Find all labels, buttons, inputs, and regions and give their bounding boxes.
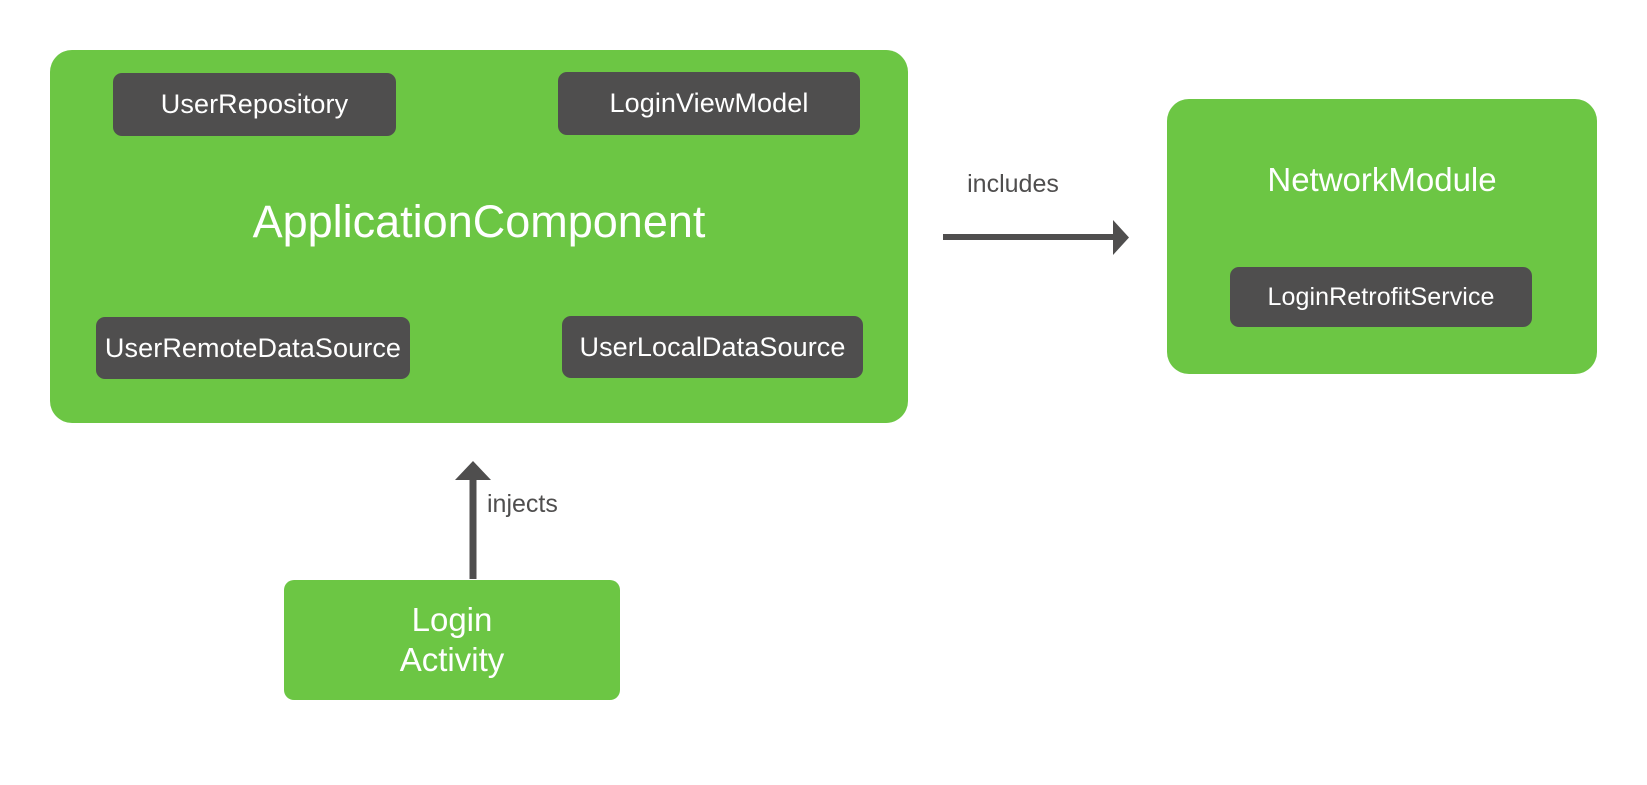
edge-label-includes: includes: [967, 170, 1059, 198]
chip-user-remote-data-source[interactable]: UserRemoteDataSource: [96, 317, 410, 379]
injects-arrow-head: [455, 461, 491, 480]
includes-arrow-head: [1113, 220, 1129, 255]
node-login-activity[interactable]: Login Activity: [284, 580, 620, 700]
node-network-module[interactable]: [1167, 99, 1597, 374]
chip-user-repository[interactable]: UserRepository: [113, 73, 396, 136]
edge-includes-arrow: [943, 220, 1129, 255]
chip-login-view-model[interactable]: LoginViewModel: [558, 72, 860, 135]
chip-user-local-data-source[interactable]: UserLocalDataSource: [562, 316, 863, 378]
edge-label-injects: injects: [487, 490, 558, 518]
network-module-title: NetworkModule: [1267, 161, 1497, 198]
application-component-title: ApplicationComponent: [252, 196, 706, 247]
chip-login-retrofit-service[interactable]: LoginRetrofitService: [1230, 267, 1532, 327]
login-activity-line2: Activity: [399, 641, 505, 678]
login-activity-line1: Login: [411, 600, 493, 638]
edge-injects-arrow: [455, 461, 491, 579]
